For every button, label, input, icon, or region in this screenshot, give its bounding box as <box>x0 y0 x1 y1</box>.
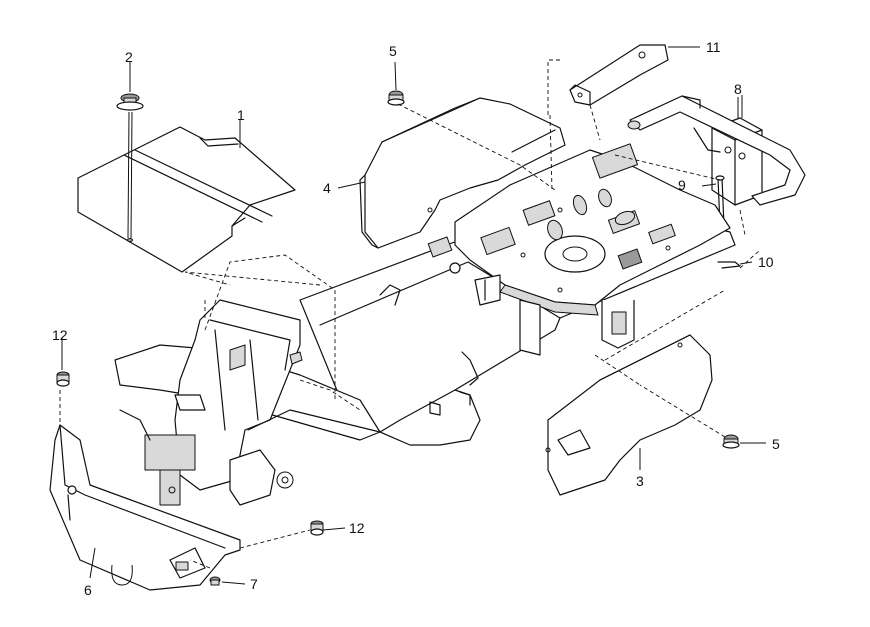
callout-7: 7 <box>250 576 258 592</box>
part-5-bolt-b[interactable] <box>722 434 740 449</box>
callout-12b: 12 <box>349 520 365 536</box>
part-5-bolt-a[interactable] <box>387 90 405 106</box>
part-10-clip[interactable] <box>717 261 741 269</box>
callout-2: 2 <box>125 49 133 65</box>
part-7-screw[interactable] <box>209 576 221 586</box>
part-11-bracket[interactable] <box>569 44 700 106</box>
callout-6: 6 <box>84 582 92 598</box>
part-12-cap-b[interactable] <box>310 520 324 536</box>
part-6-front-bumper[interactable] <box>49 424 241 591</box>
callout-5b: 5 <box>772 436 780 452</box>
chassis-frame[interactable] <box>299 143 736 446</box>
callout-labels: 1 2 3 4 5 5 6 7 8 9 10 11 12 12 <box>52 39 780 598</box>
part-2-knob[interactable] <box>116 93 144 242</box>
callout-10: 10 <box>758 254 774 270</box>
callout-8: 8 <box>734 81 742 97</box>
callout-3: 3 <box>636 473 644 489</box>
callout-12a: 12 <box>52 327 68 343</box>
callout-11: 11 <box>706 39 721 55</box>
assembly-guide-lines <box>59 59 761 569</box>
callout-1: 1 <box>237 107 245 123</box>
callout-5a: 5 <box>389 43 397 59</box>
callout-9: 9 <box>678 177 686 193</box>
callout-4: 4 <box>323 180 331 196</box>
part-1-cover-panel[interactable] <box>77 126 296 273</box>
part-3-lower-cover[interactable] <box>545 334 713 496</box>
part-12-cap-a[interactable] <box>56 371 70 387</box>
part-8-rear-handle[interactable] <box>627 95 806 206</box>
leader-lines <box>61 61 766 585</box>
front-cradle-frame[interactable] <box>114 299 381 506</box>
